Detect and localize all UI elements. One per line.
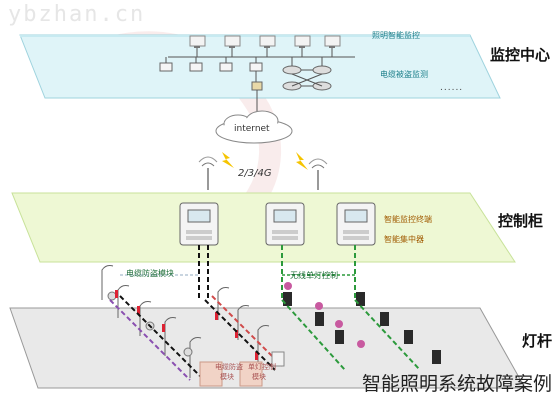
cable-theft-module-icon [199,361,223,387]
antenna-icons [198,156,328,190]
lightning-icon [222,152,234,168]
watermark: ybzhan.cn [8,2,146,27]
terminal-label: 智能监控终端 [384,215,432,224]
system-lighting-label: 照明智能监控 [372,31,420,40]
lightning-icon [296,152,308,170]
lamp-controller-icons [283,292,441,364]
controller-device [179,202,219,246]
controller-device [265,202,305,246]
caption: 智能照明系统故障案例 [361,373,552,395]
lamp-head-icons [284,282,365,348]
relay-box-icon [271,351,285,367]
layer-label-monitor-center: 监控中心 [490,46,551,64]
server-icons [189,35,341,48]
lamp-marker-icons [115,290,258,360]
bottom-label-1: 电缆防盗 [215,363,243,371]
internet-cloud [215,110,293,144]
system-cable-label: 电缆被盗监测 [380,70,428,79]
cable-theft-label: 电缆防盗模块 [126,269,174,278]
bottom-label-2: 模块 [220,373,234,381]
control-cabinet-layer [11,192,516,263]
internet-label: internet [234,124,270,134]
network-links-label: 2/3/4G [238,168,272,179]
layer-label-lamp-pole: 灯杆 [522,332,553,350]
more-dots: ...... [440,83,464,93]
controller-device [336,202,376,246]
lamp-control-module-icon [239,361,263,387]
wireless-lamp-label: 无线单灯控制 [290,271,338,280]
bottom-label-3: 单灯控制 [248,363,276,371]
layer-label-control-cabinet: 控制柜 [498,212,544,230]
relay-label: 智能集中器 [384,235,424,244]
streetlight-icons [101,265,270,378]
bottom-label-4: 模块 [252,373,266,381]
